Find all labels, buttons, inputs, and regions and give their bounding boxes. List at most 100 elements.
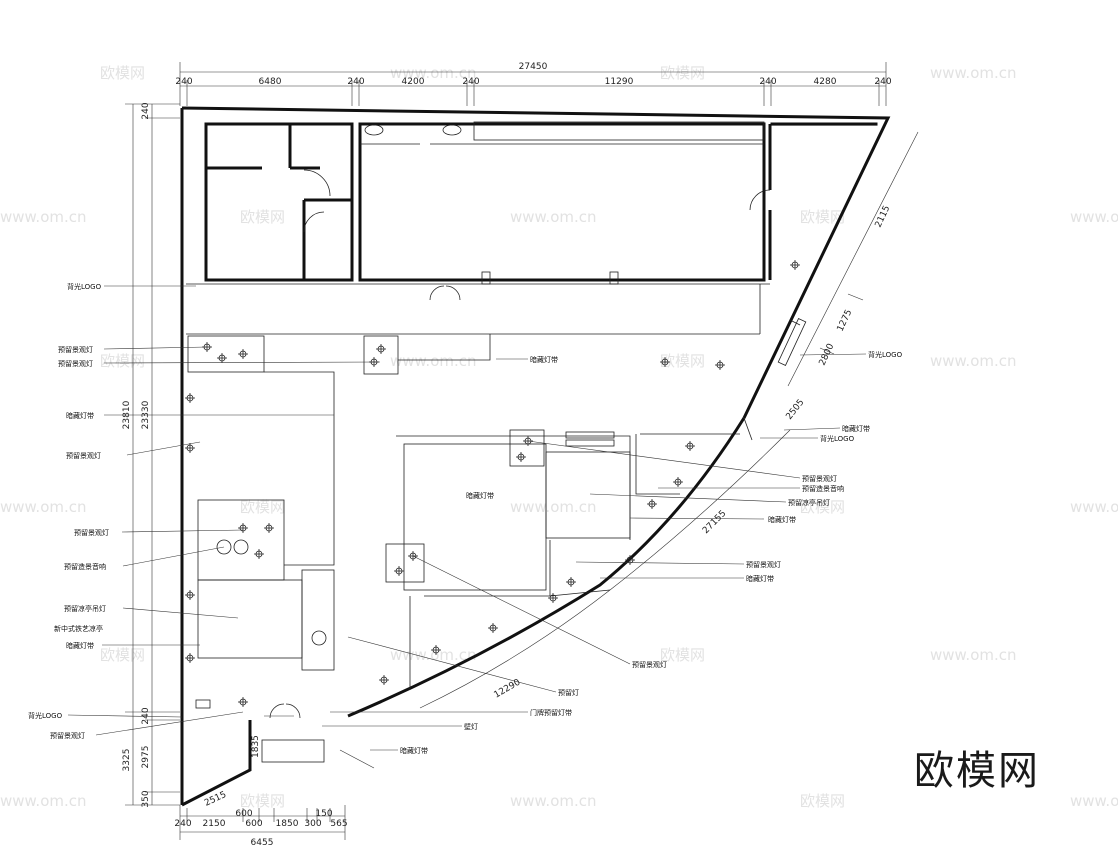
dim-top-seg: 240 <box>759 77 776 87</box>
dim-bottom-seg: 565 <box>330 819 347 829</box>
watermark-brand: 欧模网 <box>800 498 845 516</box>
outer-walls <box>180 106 891 807</box>
dim-top-seg: 4200 <box>402 77 425 87</box>
label-reserved-pavilion-lamp: 预留凉亭吊灯 <box>788 498 830 507</box>
dim-top-seg: 240 <box>175 77 192 87</box>
dim-inner: 1835 <box>251 735 261 758</box>
dim-diag: 12290 <box>493 677 523 700</box>
lamp-icon <box>660 357 670 367</box>
lamp-icon <box>488 623 498 633</box>
leader-lines <box>67 285 867 769</box>
brand-logo: 欧模网 <box>914 748 1040 794</box>
label-hidden-light-strip: 暗藏灯带 <box>746 574 774 583</box>
label-hidden-light-strip: 暗藏灯带 <box>466 491 494 500</box>
dim-top-seg: 6480 <box>259 77 282 87</box>
label-reserved-lamp: 预留灯 <box>558 688 579 697</box>
dim-left-lower-inner: 2975 <box>141 746 151 769</box>
diagonal-dimensions: 2115 1275 2800 2505 27155 12290 1835 251… <box>203 131 919 809</box>
lamp-icon <box>394 566 404 576</box>
lamp-icon <box>376 344 386 354</box>
watermark-site: www.om.cn <box>510 792 597 810</box>
dim-bottom-seg: 300 <box>304 819 321 829</box>
lamp-icon <box>185 393 195 403</box>
lamp-icon <box>254 549 264 559</box>
lamp-icon <box>566 577 576 587</box>
label-hidden-light-strip: 暗藏灯带 <box>768 515 796 524</box>
watermark-site: www.om.cn <box>1070 792 1118 810</box>
label-reserved-landscape-light: 预留景观灯 <box>58 345 93 354</box>
dim-bottom-total: 6455 <box>251 838 274 848</box>
watermark-site: www.om.cn <box>390 352 477 370</box>
watermark-site: www.om.cn <box>0 498 87 516</box>
lamp-icon <box>431 645 441 655</box>
watermark-brand: 欧模网 <box>660 646 705 664</box>
dim-top-total: 27450 <box>519 62 548 72</box>
watermark-site: www.om.cn <box>390 64 477 82</box>
dim-bottom-seg: 600 <box>235 809 252 819</box>
label-hidden-light-strip: 暗藏灯带 <box>66 411 94 420</box>
dim-bottom-seg: 150 <box>315 809 332 819</box>
lamp-icon <box>673 477 683 487</box>
lamp-icon <box>238 349 248 359</box>
watermark-brand: 欧模网 <box>660 64 705 82</box>
dim-diag: 2115 <box>874 204 893 229</box>
watermark-brand: 欧模网 <box>100 646 145 664</box>
lamp-icon <box>185 443 195 453</box>
label-hidden-light-strip: 暗藏灯带 <box>66 641 94 650</box>
watermark-brand: 欧模网 <box>240 498 285 516</box>
label-hidden-light-strip: 暗藏灯带 <box>530 355 558 364</box>
dim-top-seg: 11290 <box>605 77 634 87</box>
label-reserved-speaker: 预留造景音响 <box>64 562 106 571</box>
dim-top-seg: 240 <box>462 77 479 87</box>
dim-bottom-seg: 240 <box>174 819 191 829</box>
lamp-icon <box>264 523 274 533</box>
label-reserved-landscape-light: 预留景观灯 <box>746 560 781 569</box>
watermark-site: www.om.cn <box>510 498 597 516</box>
watermark-brand: 欧模网 <box>100 352 145 370</box>
watermark-site: www.om.cn <box>510 208 597 226</box>
lamp-icon <box>238 523 248 533</box>
watermark-brand: 欧模网 <box>660 352 705 370</box>
label-backlit-logo: 背光LOGO <box>28 711 63 720</box>
label-hidden-light-strip: 暗藏灯带 <box>400 746 428 755</box>
dim-left-top: 240 <box>141 102 151 119</box>
lamp-icon <box>238 697 248 707</box>
label-reserved-speaker: 预留造景音响 <box>802 484 844 493</box>
label-reserved-landscape-light: 预留景观灯 <box>74 528 109 537</box>
watermark-site: www.om.cn <box>930 646 1017 664</box>
watermark-site: www.om.cn <box>1070 498 1118 516</box>
annotations: 背光LOGO 预留景观灯 预留景观灯 暗藏灯带 预留景观灯 预留景观灯 预留造景… <box>28 282 903 755</box>
lamp-icon <box>185 653 195 663</box>
dim-bottom-seg: 2150 <box>203 819 226 829</box>
watermark-brand: 欧模网 <box>800 208 845 226</box>
lamp-icon <box>516 452 526 462</box>
watermark-site: www.om.cn <box>0 208 87 226</box>
top-dimensions: 27450 240 6480 240 4200 240 11290 240 42… <box>175 62 892 106</box>
lamp-icon <box>625 555 635 565</box>
dim-top-seg: 240 <box>874 77 891 87</box>
lamp-icon <box>548 593 558 603</box>
lamp-icon <box>790 260 800 270</box>
dim-top-seg: 240 <box>347 77 364 87</box>
dim-diag: 27155 <box>701 509 728 536</box>
watermark-site: www.om.cn <box>930 352 1017 370</box>
label-reserved-pavilion-lamp: 预留凉亭吊灯 <box>64 604 106 613</box>
watermark-site: www.om.cn <box>0 792 87 810</box>
dim-left-mid: 240 <box>141 707 151 724</box>
label-wall-lamp: 壁灯 <box>464 722 478 731</box>
label-reserved-landscape-light: 预留景观灯 <box>802 474 837 483</box>
watermark-site: www.om.cn <box>390 646 477 664</box>
watermark-brand: 欧模网 <box>240 208 285 226</box>
lamp-icon <box>217 353 227 363</box>
lamp-icon <box>647 499 657 509</box>
watermark-brand: 欧模网 <box>800 792 845 810</box>
lamp-icon <box>715 360 725 370</box>
watermark-site: www.om.cn <box>1070 208 1118 226</box>
dim-left-lower: 3325 <box>122 749 132 772</box>
dim-diag: 1275 <box>836 308 855 333</box>
label-reserved-landscape-light: 预留景观灯 <box>66 451 101 460</box>
label-backlit-logo: 背光LOGO <box>67 282 102 291</box>
dim-bottom-seg: 1850 <box>276 819 299 829</box>
left-dimensions: 23810 23330 240 240 3325 2975 350 <box>122 102 180 808</box>
